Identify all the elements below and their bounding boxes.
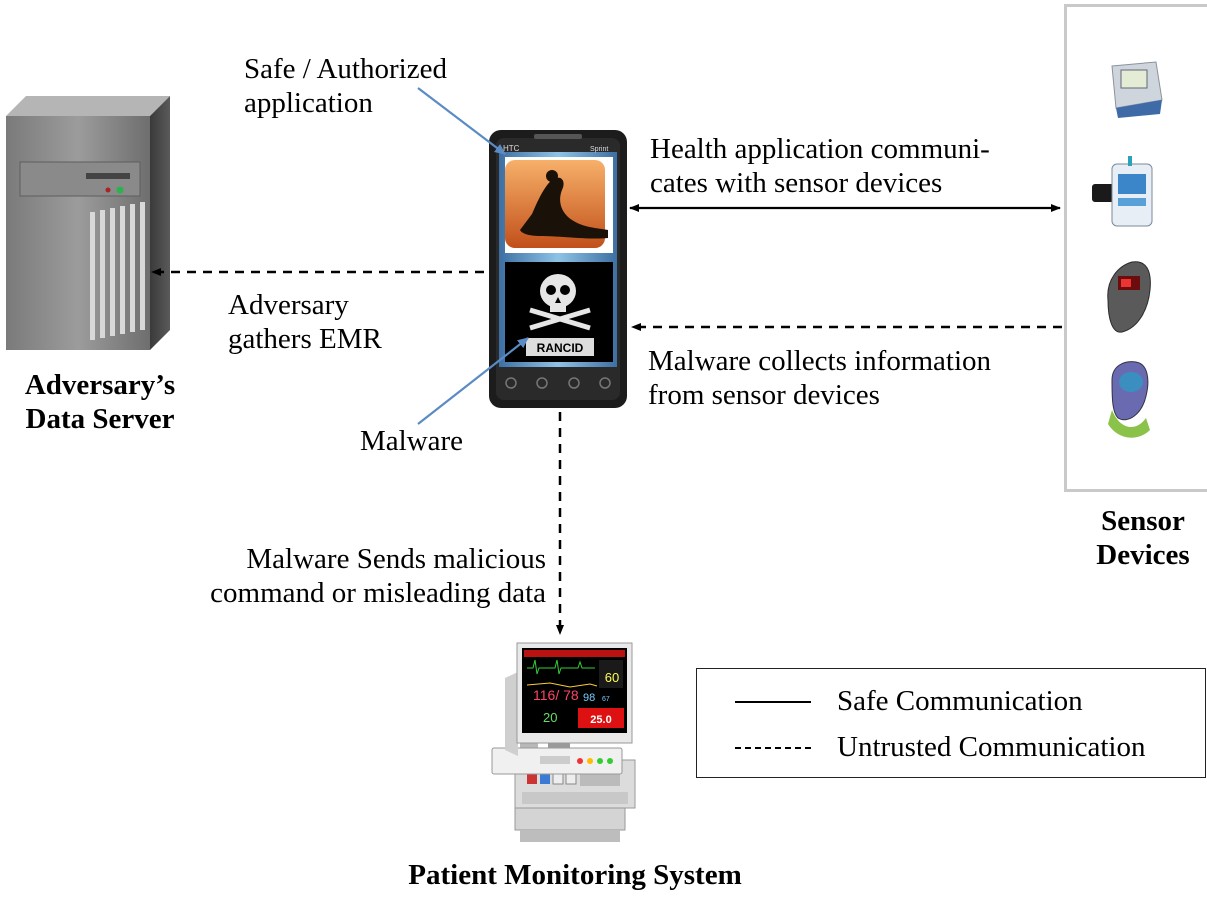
legend-dashed-line	[735, 747, 811, 749]
legend-safe-text: Safe Communication	[837, 685, 1083, 717]
legend-solid-line	[735, 701, 811, 703]
malware-app-text: RANCID	[537, 341, 584, 355]
pulse-oximeter-icon	[1107, 261, 1151, 333]
sensor-devices-label: Sensor Devices	[1096, 505, 1190, 571]
safe-app-label: Safe / Authorized application	[244, 53, 447, 119]
monitor-spo2: 98	[583, 692, 595, 704]
monitor-bp: 116/ 78	[533, 687, 579, 703]
wrist-monitor-icon	[1108, 361, 1150, 438]
smartphone-icon: HTC Sprint RANCID	[489, 130, 627, 408]
safe-app-pointer-arrow	[417, 87, 506, 155]
yoga-app-icon	[505, 157, 613, 253]
monitor-resp: 20	[543, 710, 557, 725]
legend-item-untrusted: Untrusted Communication	[697, 729, 1205, 769]
adversary-server-label: Adversary’s Data Server	[24, 369, 176, 435]
blood-pressure-monitor-icon	[1111, 61, 1163, 118]
malware-label: Malware	[360, 425, 464, 457]
legend: Safe Communication Untrusted Communicati…	[696, 668, 1206, 778]
server-icon	[6, 96, 170, 350]
skull-malware-icon: RANCID	[505, 262, 613, 362]
adversary-gathers-label: Adversary gathers EMR	[228, 289, 382, 355]
monitor-hr: 60	[605, 670, 619, 685]
monitor-spo2-small: 67	[602, 696, 610, 703]
patient-monitoring-label: Patient Monitoring System	[408, 859, 742, 891]
monitor-temp: 25.0	[590, 714, 611, 726]
glucose-meter-icon	[1092, 156, 1153, 227]
health-comm-label: Health application communi- cates with s…	[650, 133, 990, 199]
malware-pointer-arrow	[417, 337, 529, 425]
malware-collects-label: Malware collects information from sensor…	[648, 345, 992, 411]
phone-carrier: Sprint	[590, 146, 608, 153]
phone-brand: HTC	[503, 144, 520, 153]
legend-untrusted-text: Untrusted Communication	[837, 731, 1146, 763]
malware-sends-label: Malware Sends malicious command or misle…	[210, 543, 546, 609]
legend-item-safe: Safe Communication	[697, 683, 1205, 723]
patient-monitor-icon: 116/ 78 60 98 67 20 25.0	[491, 642, 636, 842]
